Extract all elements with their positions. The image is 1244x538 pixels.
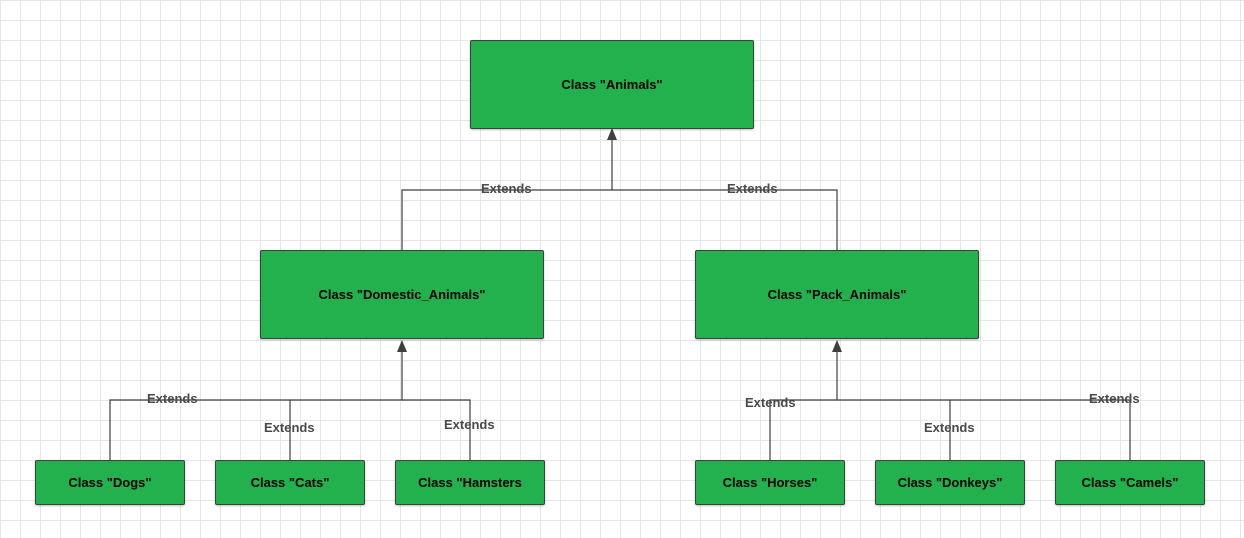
edge-label-cats: Extends — [264, 420, 315, 435]
edge-label-camels: Extends — [1089, 391, 1140, 406]
arrowhead-pack — [832, 340, 842, 352]
connector-horses-to-pack — [769, 350, 838, 460]
node-animals[interactable]: Class "Animals" — [470, 40, 754, 129]
node-dogs-label: Class "Dogs" — [68, 475, 152, 490]
edge-label-hamsters: Extends — [444, 417, 495, 432]
connector-hamsters-to-domestic — [402, 399, 471, 460]
edge-label-domestic-animals: Extends — [481, 181, 532, 196]
node-donkeys-label: Class "Donkeys" — [897, 475, 1003, 490]
edge-label-horses: Extends — [745, 395, 796, 410]
connector-domestic-to-animals — [401, 138, 613, 250]
node-dogs[interactable]: Class "Dogs" — [35, 460, 185, 505]
node-domestic-animals[interactable]: Class "Domestic_Animals" — [260, 250, 544, 339]
node-cats[interactable]: Class "Cats" — [215, 460, 365, 505]
node-pack-animals[interactable]: Class "Pack_Animals" — [695, 250, 979, 339]
node-camels[interactable]: Class "Camels" — [1055, 460, 1205, 505]
edge-label-donkeys: Extends — [924, 420, 975, 435]
node-horses[interactable]: Class "Horses" — [695, 460, 845, 505]
node-domestic-animals-label: Class "Domestic_Animals" — [318, 287, 486, 302]
edge-label-dogs: Extends — [147, 391, 198, 406]
node-horses-label: Class "Horses" — [722, 475, 818, 490]
node-donkeys[interactable]: Class "Donkeys" — [875, 460, 1025, 505]
node-hamsters[interactable]: Class "Hamsters — [395, 460, 545, 505]
connector-dogs-to-domestic — [109, 350, 403, 460]
node-pack-animals-label: Class "Pack_Animals" — [767, 287, 907, 302]
node-animals-label: Class "Animals" — [561, 77, 663, 92]
node-hamsters-label: Class "Hamsters — [418, 475, 522, 490]
connector-pack-to-animals — [612, 189, 838, 250]
arrowhead-animals — [607, 128, 617, 140]
edge-label-pack-animals: Extends — [727, 181, 778, 196]
arrowhead-domestic — [397, 340, 407, 352]
connector-camels-to-pack — [950, 399, 1131, 460]
node-camels-label: Class "Camels" — [1081, 475, 1179, 490]
node-cats-label: Class "Cats" — [250, 475, 330, 490]
